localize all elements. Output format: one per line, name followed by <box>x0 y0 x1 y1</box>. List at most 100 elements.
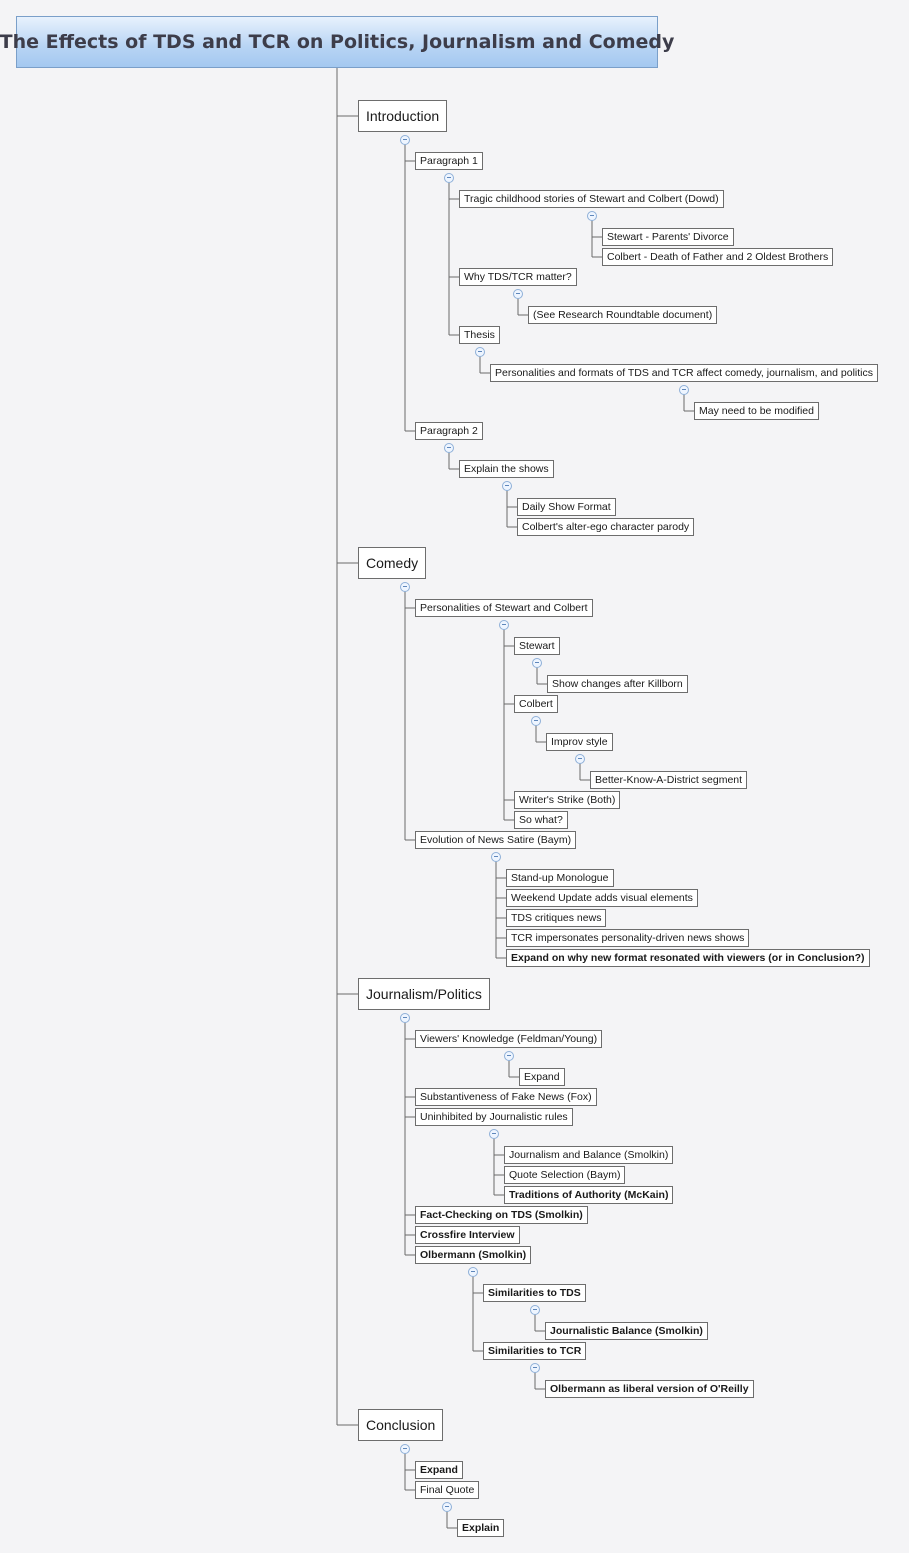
subtopic[interactable]: Journalism and Balance (Smolkin) <box>504 1146 674 1164</box>
collapse-minus-icon[interactable] <box>400 582 410 592</box>
subtopic[interactable]: Evolution of News Satire (Baym) <box>415 831 577 849</box>
topic-label: Daily Show Format <box>522 501 611 513</box>
topic-label: Introduction <box>366 108 440 124</box>
subtopic[interactable]: Thesis <box>459 326 500 344</box>
main-topic[interactable]: Comedy <box>358 547 427 579</box>
collapse-minus-icon[interactable] <box>444 443 454 453</box>
topic-label: Why TDS/TCR matter? <box>464 271 572 283</box>
subtopic[interactable]: Tragic childhood stories of Stewart and … <box>459 190 724 208</box>
collapse-minus-icon[interactable] <box>587 211 597 221</box>
collapse-minus-icon[interactable] <box>489 1129 499 1139</box>
subtopic[interactable]: Expand <box>415 1461 463 1479</box>
collapse-minus-icon[interactable] <box>400 135 410 145</box>
subtopic[interactable]: TCR impersonates personality-driven news… <box>506 929 750 947</box>
subtopic[interactable]: Stewart - Parents' Divorce <box>602 228 734 246</box>
topic-label: Viewers' Knowledge (Feldman/Young) <box>420 1033 598 1045</box>
collapse-minus-icon[interactable] <box>504 1051 514 1061</box>
subtopic[interactable]: Explain the shows <box>459 460 554 478</box>
subtopic[interactable]: Olbermann as liberal version of O'Reilly <box>545 1380 754 1398</box>
subtopic[interactable]: Colbert's alter-ego character parody <box>517 518 695 536</box>
subtopic[interactable]: Similarities to TDS <box>483 1284 586 1302</box>
subtopic[interactable]: Crossfire Interview <box>415 1226 520 1244</box>
subtopic[interactable]: So what? <box>514 811 568 829</box>
subtopic[interactable]: Substantiveness of Fake News (Fox) <box>415 1088 597 1106</box>
subtopic[interactable]: Fact-Checking on TDS (Smolkin) <box>415 1206 588 1224</box>
topic-label: Olbermann (Smolkin) <box>420 1249 527 1261</box>
topic-label: Stewart <box>519 640 555 652</box>
topic-label: Personalities and formats of TDS and TCR… <box>495 367 873 379</box>
subtopic[interactable]: Weekend Update adds visual elements <box>506 889 698 907</box>
topic-label: Uninhibited by Journalistic rules <box>420 1111 568 1123</box>
subtopic[interactable]: Journalistic Balance (Smolkin) <box>545 1322 708 1340</box>
collapse-minus-icon[interactable] <box>468 1267 478 1277</box>
collapse-minus-icon[interactable] <box>475 347 485 357</box>
topic-label: Colbert - Death of Father and 2 Oldest B… <box>607 251 829 263</box>
main-topic[interactable]: Conclusion <box>358 1409 444 1441</box>
central-topic[interactable]: The Effects of TDS and TCR on Politics, … <box>0 16 674 68</box>
subtopic[interactable]: TDS critiques news <box>506 909 607 927</box>
subtopic[interactable]: Paragraph 2 <box>415 422 483 440</box>
subtopic[interactable]: Quote Selection (Baym) <box>504 1166 626 1184</box>
collapse-minus-icon[interactable] <box>532 658 542 668</box>
topic-label: Journalism and Balance (Smolkin) <box>509 1149 669 1161</box>
subtopic[interactable]: Writer's Strike (Both) <box>514 791 621 809</box>
subtopic[interactable]: Final Quote <box>415 1481 480 1499</box>
subtopic[interactable]: Daily Show Format <box>517 498 616 516</box>
subtopic[interactable]: Similarities to TCR <box>483 1342 587 1360</box>
topic-label: Conclusion <box>366 1417 436 1433</box>
subtopic[interactable]: Why TDS/TCR matter? <box>459 268 577 286</box>
subtopic[interactable]: Colbert - Death of Father and 2 Oldest B… <box>602 248 834 266</box>
topic-label: May need to be modified <box>699 405 814 417</box>
main-topic[interactable]: Journalism/Politics <box>358 978 490 1010</box>
topic-label: Comedy <box>366 555 419 571</box>
topic-label: Final Quote <box>420 1484 475 1496</box>
subtopic[interactable]: Show changes after Killborn <box>547 675 688 693</box>
collapse-minus-icon[interactable] <box>530 1305 540 1315</box>
subtopic[interactable]: Better-Know-A-District segment <box>590 771 748 789</box>
subtopic[interactable]: Uninhibited by Journalistic rules <box>415 1108 573 1126</box>
topic-label: Tragic childhood stories of Stewart and … <box>464 193 719 205</box>
subtopic[interactable]: May need to be modified <box>694 402 819 420</box>
topic-label: Journalistic Balance (Smolkin) <box>550 1325 703 1337</box>
topic-label: Quote Selection (Baym) <box>509 1169 621 1181</box>
topic-label: Writer's Strike (Both) <box>519 794 616 806</box>
topic-label: Explain the shows <box>464 463 549 475</box>
subtopic[interactable]: Traditions of Authority (McKain) <box>504 1186 674 1204</box>
collapse-minus-icon[interactable] <box>531 716 541 726</box>
subtopic[interactable]: Personalities of Stewart and Colbert <box>415 599 593 617</box>
topic-label: TDS critiques news <box>511 912 602 924</box>
subtopic[interactable]: Colbert <box>514 695 558 713</box>
collapse-minus-icon[interactable] <box>679 385 689 395</box>
subtopic[interactable]: Paragraph 1 <box>415 152 483 170</box>
subtopic[interactable]: Improv style <box>546 733 613 751</box>
subtopic[interactable]: Personalities and formats of TDS and TCR… <box>490 364 878 382</box>
subtopic[interactable]: Stand-up Monologue <box>506 869 614 887</box>
subtopic[interactable]: Expand on why new format resonated with … <box>506 949 870 967</box>
subtopic[interactable]: Explain <box>457 1519 505 1537</box>
topic-label: Fact-Checking on TDS (Smolkin) <box>420 1209 583 1221</box>
topic-label: Traditions of Authority (McKain) <box>509 1189 669 1201</box>
subtopic[interactable]: (See Research Roundtable document) <box>528 306 718 324</box>
topic-label: TCR impersonates personality-driven news… <box>511 932 745 944</box>
main-topic[interactable]: Introduction <box>358 100 448 132</box>
collapse-minus-icon[interactable] <box>530 1363 540 1373</box>
collapse-minus-icon[interactable] <box>444 173 454 183</box>
topic-label: Expand <box>524 1071 560 1083</box>
topic-label: Evolution of News Satire (Baym) <box>420 834 572 846</box>
collapse-minus-icon[interactable] <box>513 289 523 299</box>
collapse-minus-icon[interactable] <box>491 852 501 862</box>
topic-label: Stewart - Parents' Divorce <box>607 231 729 243</box>
collapse-minus-icon[interactable] <box>575 754 585 764</box>
collapse-minus-icon[interactable] <box>499 620 509 630</box>
subtopic[interactable]: Expand <box>519 1068 565 1086</box>
subtopic[interactable]: Olbermann (Smolkin) <box>415 1246 532 1264</box>
collapse-minus-icon[interactable] <box>400 1013 410 1023</box>
collapse-minus-icon[interactable] <box>502 481 512 491</box>
topic-label: Better-Know-A-District segment <box>595 774 743 786</box>
subtopic[interactable]: Viewers' Knowledge (Feldman/Young) <box>415 1030 603 1048</box>
subtopic[interactable]: Stewart <box>514 637 560 655</box>
collapse-minus-icon[interactable] <box>400 1444 410 1454</box>
collapse-minus-icon[interactable] <box>442 1502 452 1512</box>
topic-label: Thesis <box>464 329 495 341</box>
